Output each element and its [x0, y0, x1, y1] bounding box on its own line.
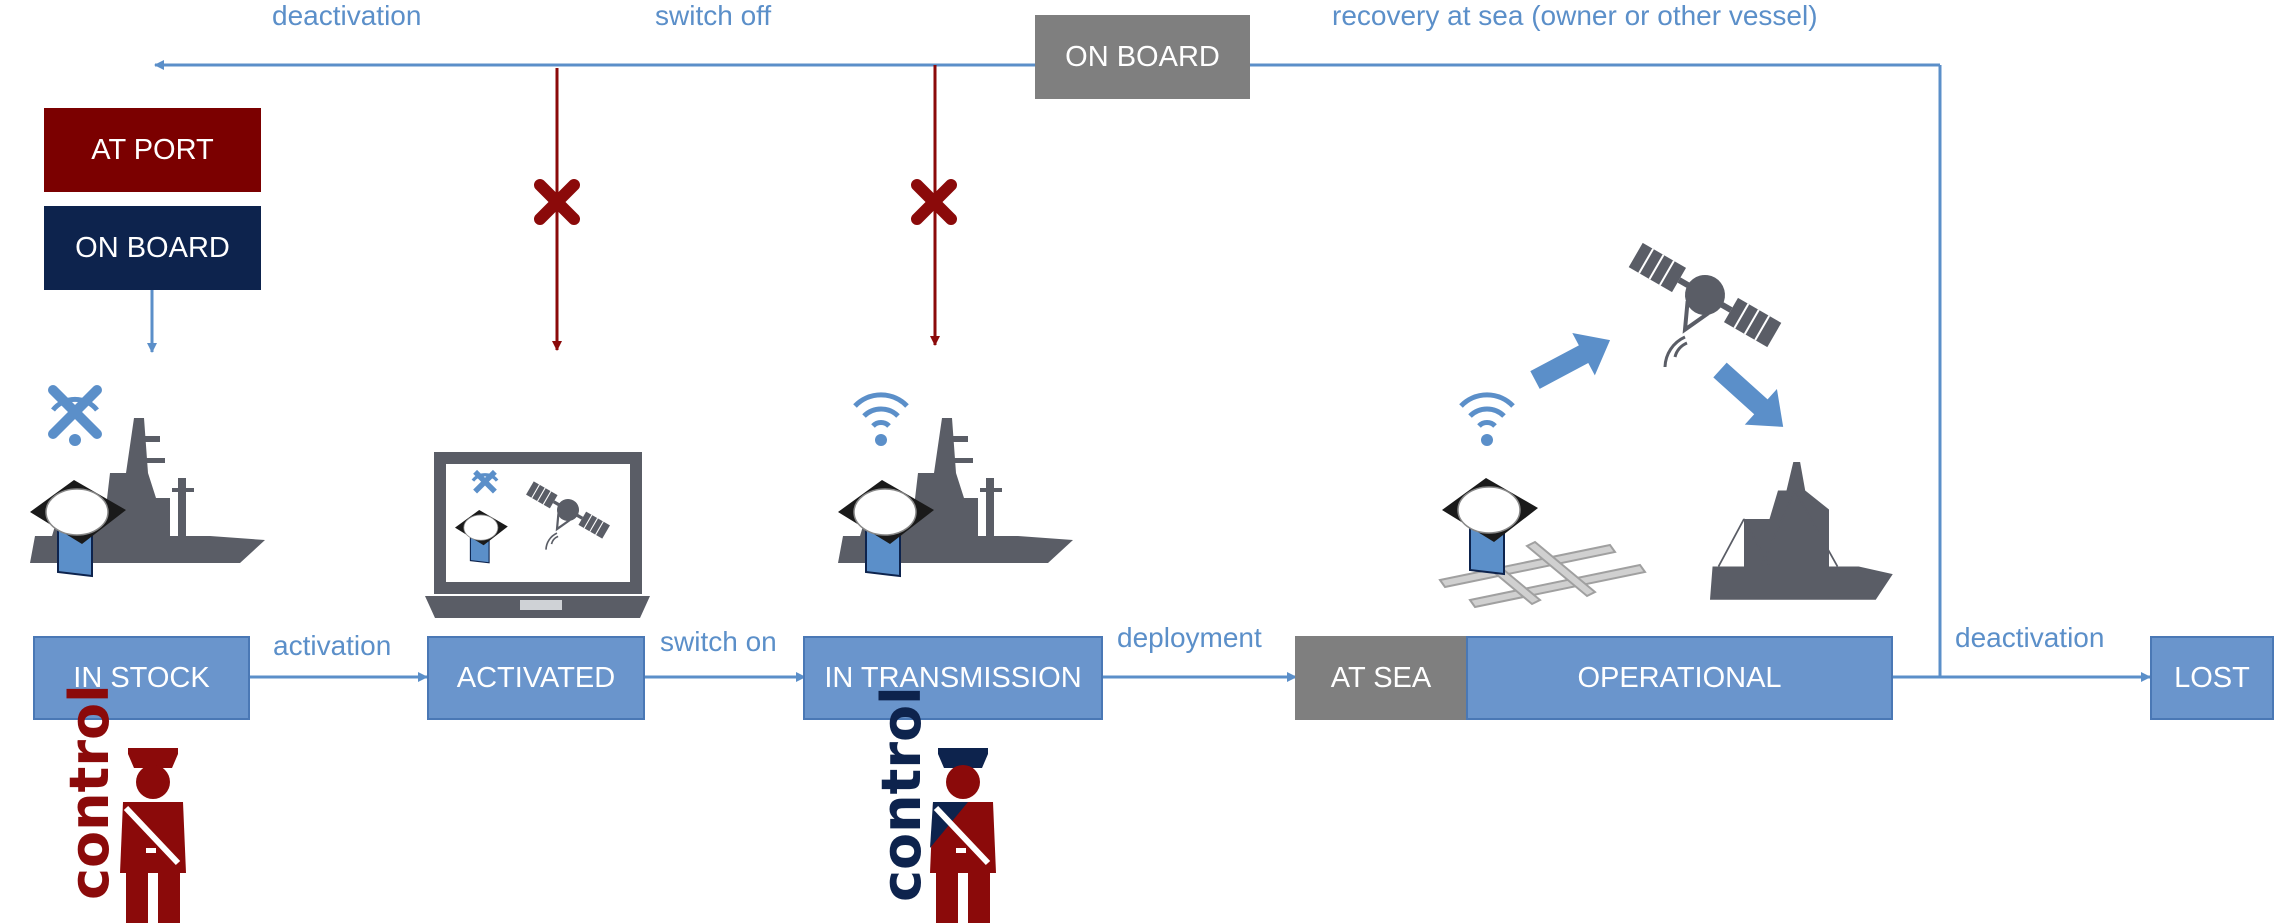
deployment-label: deployment [1117, 622, 1262, 653]
no-signal-icon [48, 385, 102, 446]
raft-icon [1438, 540, 1647, 609]
ship-icon [1710, 462, 1893, 600]
cross-icon [911, 179, 957, 225]
state-at-sea: AT SEA [1295, 636, 1467, 720]
state-lost: LOST [2150, 636, 2274, 720]
guard-icon [930, 748, 996, 923]
operational-illustration [1438, 235, 1893, 609]
arrow-up-icon [1530, 332, 1611, 389]
buoy-icon [1441, 477, 1539, 575]
in-stock-illustration [29, 385, 265, 577]
guard-icon [120, 748, 186, 923]
top-deactivation-label: deactivation [272, 0, 422, 31]
laptop-icon [425, 452, 650, 618]
switch-off-arrows [534, 65, 957, 351]
arrow-down-icon [1713, 362, 1784, 427]
state-operational: OPERATIONAL [1466, 636, 1893, 720]
wifi-icon [1461, 395, 1513, 446]
in-transmission-illustration [837, 395, 1073, 577]
recovery-label: recovery at sea (owner or other vessel) [1332, 0, 1818, 31]
switch-on-label: switch on [660, 626, 777, 657]
port-onboard-box: ON BOARD [44, 206, 261, 290]
control-label-2: control [870, 686, 933, 902]
no-signal-icon [471, 469, 499, 494]
activation-label: activation [273, 630, 392, 661]
cross-icon [534, 179, 580, 225]
control-label-1: control [58, 684, 121, 900]
state-in-stock: IN STOCK [33, 636, 250, 720]
wifi-icon [855, 395, 907, 446]
right-deactivation-label: deactivation [1955, 622, 2105, 653]
at-port-box: AT PORT [44, 108, 261, 192]
state-activated: ACTIVATED [427, 636, 645, 720]
top-connectors [147, 60, 1942, 677]
satellite-icon [1613, 235, 1787, 372]
state-in-transmission: IN TRANSMISSION [803, 636, 1103, 720]
switch-off-label: switch off [655, 0, 772, 31]
top-onboard-box: ON BOARD [1035, 15, 1250, 99]
